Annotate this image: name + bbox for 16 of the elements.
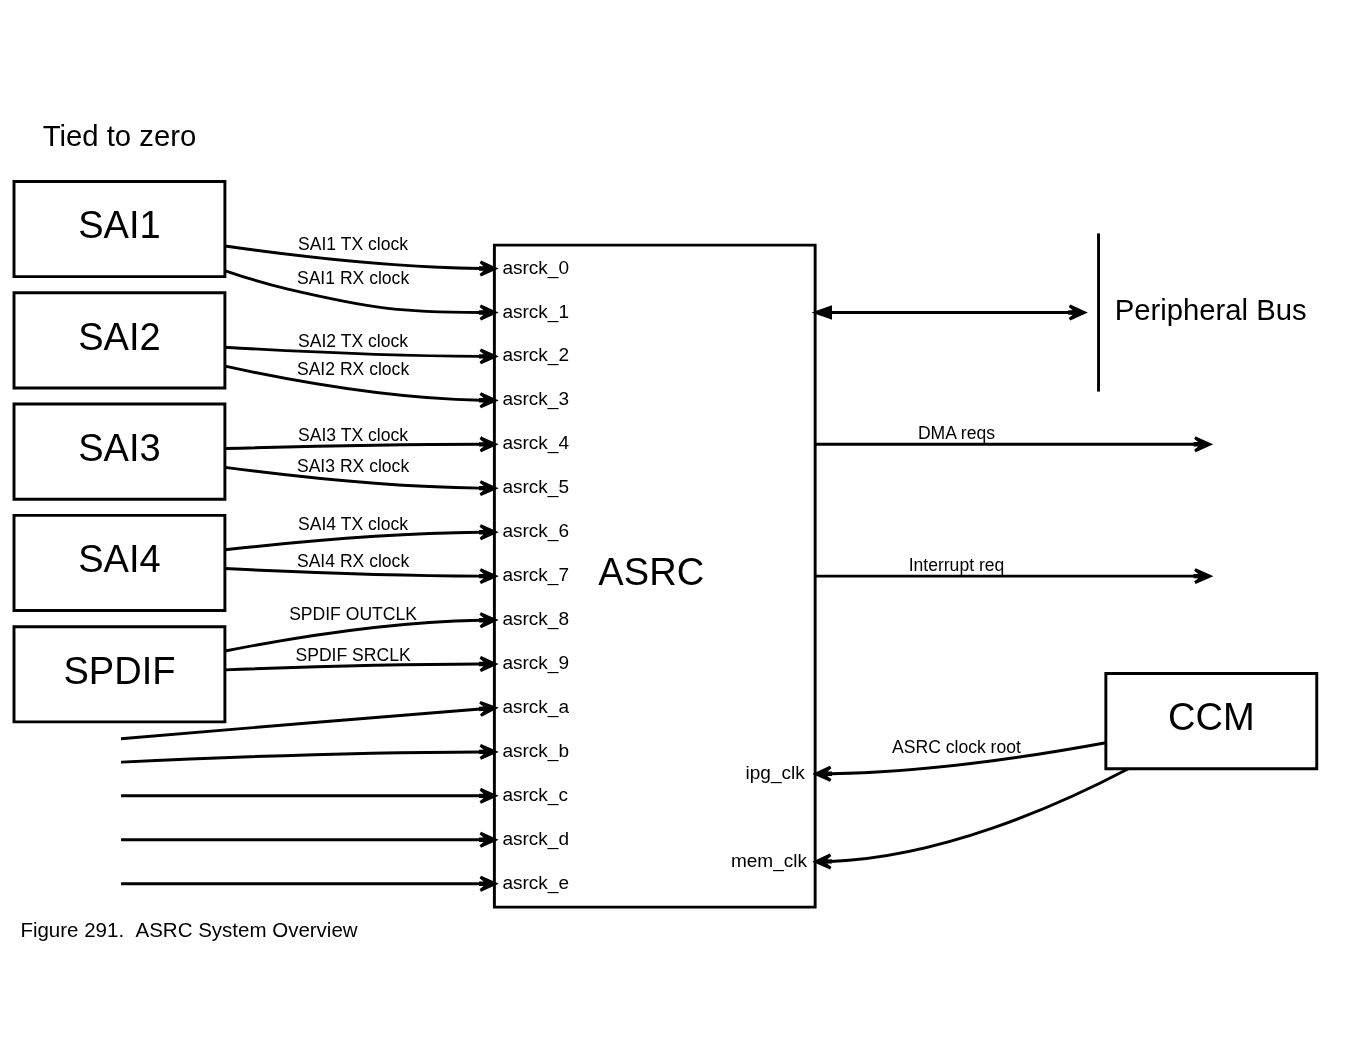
edge-label: DMA reqs [917, 422, 996, 443]
edge-label: SAI2 RX clock [296, 358, 410, 379]
node-text: Peripheral Bus [1114, 292, 1307, 326]
edge-label: SAI1 RX clock [296, 267, 410, 288]
caption: Figure 291. ASRC System Overview [20, 917, 358, 941]
edge-label: SAI3 RX clock [296, 455, 410, 476]
edge-label: SAI3 TX clock [298, 424, 409, 445]
edge-label: Interrupt req [908, 554, 1005, 575]
edge-label: SAI4 RX clock [296, 550, 410, 571]
edge-label: SPDIF SRCLK [295, 644, 411, 664]
edge-label: ASRC clock root [892, 736, 1021, 757]
edge-label: SPDIF OUTCLK [289, 602, 417, 623]
label: Tied to zero [42, 118, 197, 152]
edge-label: SAI4 TX clock [298, 513, 409, 534]
edge-label: SAI2 TX clock [298, 330, 409, 351]
edge-label: SAI1 TX clock [298, 233, 409, 254]
